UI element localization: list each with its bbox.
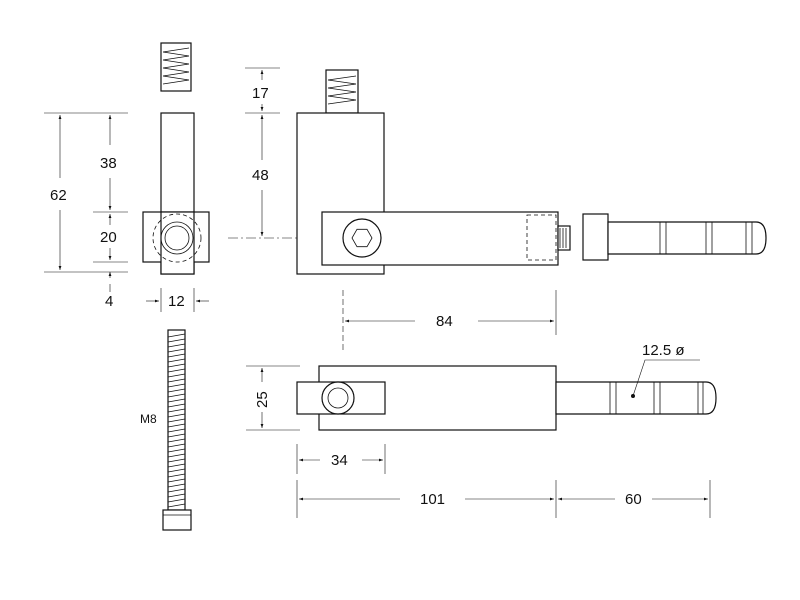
dim-4: 4 (105, 293, 113, 310)
dim-25: 25 (254, 391, 271, 408)
side-dimensions (44, 112, 209, 312)
top-thread-stud (160, 42, 192, 92)
front-dimensions (245, 67, 557, 350)
dim-62: 62 (50, 187, 67, 204)
dim-12: 12 (168, 293, 185, 310)
dim-84: 84 (436, 313, 453, 330)
dim-60: 60 (625, 491, 642, 508)
thread-label: M8 (140, 412, 157, 426)
dim-101: 101 (420, 491, 445, 508)
pin-detail (582, 213, 767, 261)
front-thread-stud (325, 69, 359, 114)
top-dimensions (246, 365, 711, 518)
dim-38: 38 (100, 155, 117, 172)
side-view (142, 42, 210, 275)
dim-17: 17 (252, 85, 269, 102)
front-view (228, 69, 571, 275)
dim-48: 48 (252, 167, 269, 184)
top-view (296, 359, 717, 431)
diameter-label: 12.5 ø (642, 342, 685, 359)
dim-20: 20 (100, 229, 117, 246)
m8-bolt (162, 329, 192, 531)
dim-34: 34 (331, 452, 348, 469)
